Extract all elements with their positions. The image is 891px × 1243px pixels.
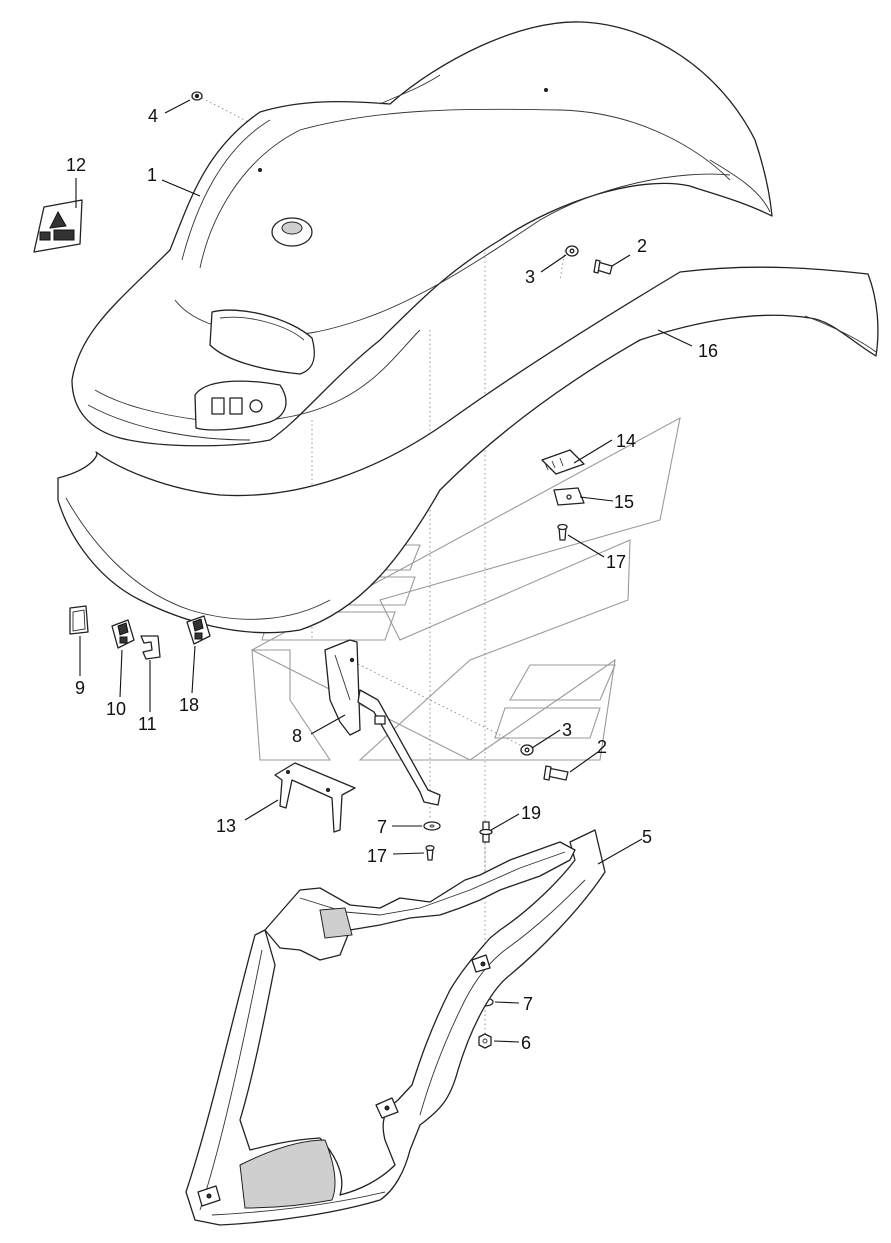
callout-2-lower: 2: [597, 737, 607, 757]
callout-18: 18: [179, 695, 199, 715]
callout-7-upper: 7: [377, 817, 387, 837]
callout-15: 15: [614, 492, 634, 512]
part-9-lens-cover: [69, 605, 89, 635]
callout-10: 10: [106, 699, 126, 719]
callout-2-upper: 2: [637, 236, 647, 256]
part-12-warning-decal: [33, 199, 83, 253]
part-14-clip: [541, 449, 585, 475]
callout-8: 8: [292, 726, 302, 746]
part-2-bolt-lower: [543, 765, 569, 781]
part-5-inner-liner: [185, 829, 606, 1226]
part-11-bracket: [140, 635, 161, 660]
callout-17-lower: 17: [367, 846, 387, 866]
part-16-fender-extension: [57, 266, 879, 634]
part-4-nut: [191, 91, 203, 101]
part-18-switch: [186, 615, 211, 645]
part-3-washer-lower: [520, 744, 534, 756]
part-13-bracket: [274, 762, 356, 833]
callout-12: 12: [66, 155, 86, 175]
callout-19: 19: [521, 803, 541, 823]
callout-9: 9: [75, 678, 85, 698]
part-17-screw-upper: [557, 523, 568, 541]
callout-1: 1: [147, 165, 157, 185]
part-8-bracket: [324, 639, 441, 806]
callout-3-lower: 3: [562, 720, 572, 740]
callout-17-upper: 17: [606, 552, 626, 572]
callout-6: 6: [521, 1033, 531, 1053]
callout-7-lower: 7: [523, 994, 533, 1014]
callout-16: 16: [698, 341, 718, 361]
part-7-washer-upper: [423, 821, 441, 831]
part-15-plate: [553, 487, 585, 506]
assembly-guide-lines: [197, 95, 566, 1040]
part-17-screw-lower: [425, 845, 435, 861]
part-6-nut: [478, 1033, 492, 1049]
part-1-rear-fender: [71, 21, 773, 447]
callout-3-upper: 3: [525, 267, 535, 287]
part-3-washer-upper: [565, 245, 579, 257]
callout-4: 4: [148, 106, 158, 126]
part-2-bolt-upper: [593, 259, 613, 275]
part-10-switch: [111, 619, 135, 649]
callout-5: 5: [642, 827, 652, 847]
callout-13: 13: [216, 816, 236, 836]
callout-11: 11: [138, 714, 157, 734]
part-19-stud: [479, 821, 493, 843]
leader-lines: [75, 99, 693, 1043]
callout-labels: 1 2 2 3 3 4 5 6 7 7 8 9 10 11 12 13 14 1…: [66, 106, 718, 1053]
callout-14: 14: [616, 431, 636, 451]
